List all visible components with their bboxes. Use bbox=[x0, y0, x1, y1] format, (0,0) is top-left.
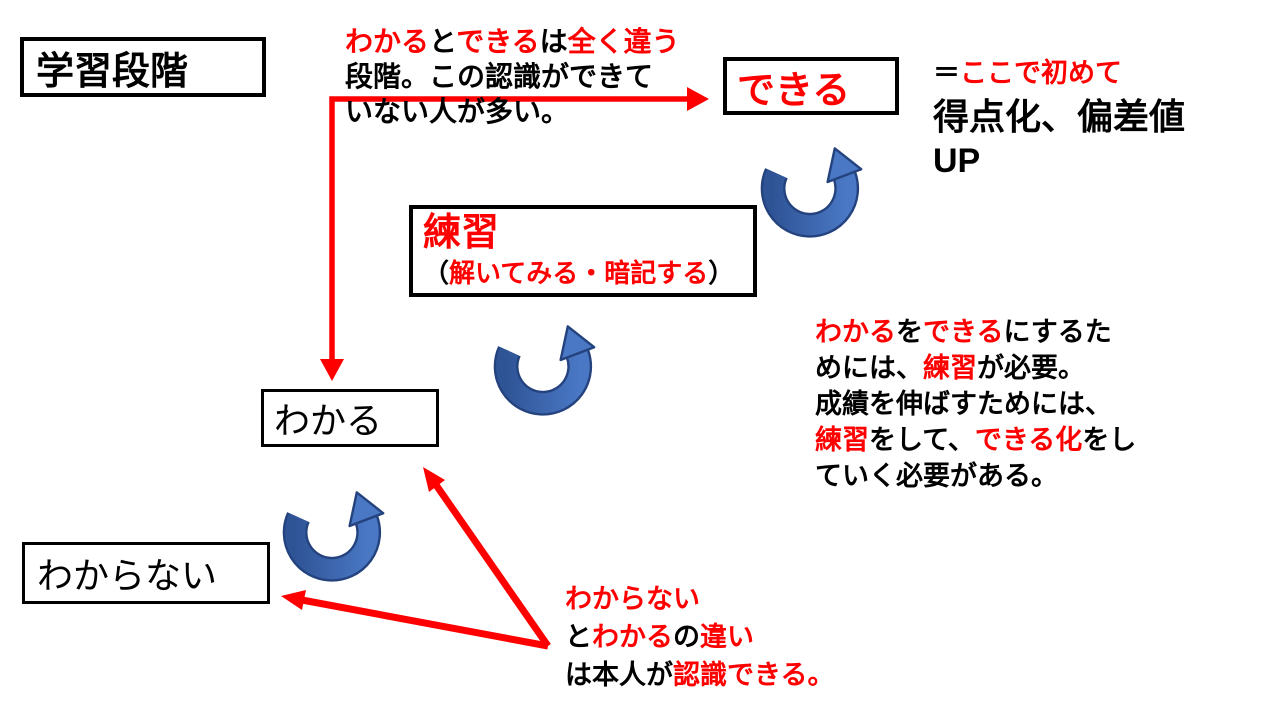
stage-box-gakushudankai: 学習段階 bbox=[20, 37, 266, 97]
note-practice-line5: ていく必要がある。 bbox=[815, 461, 1058, 491]
stage-box-renshu: 練習 （解いてみる・暗記する） bbox=[409, 205, 757, 297]
stage-sublabel-renshu: （解いてみる・暗記する） bbox=[423, 258, 735, 288]
stage-box-wakaranai: わからない bbox=[22, 542, 270, 604]
stage-label-wakaranai: わからない bbox=[37, 555, 218, 596]
stage-box-dekiru: できる bbox=[723, 57, 899, 115]
blue-curved-arrow-wakaranai-to-wakaru bbox=[295, 492, 383, 569]
note-self-recognize-line3: は本人が認識できる。 bbox=[565, 660, 835, 690]
note-practice-line2: めには、練習が必要。 bbox=[815, 353, 1085, 383]
red-arrow-to-wakaru bbox=[423, 467, 551, 648]
blue-curved-arrow-renshu-to-dekiru bbox=[773, 148, 861, 225]
red-arrow-to-wakaranai bbox=[281, 590, 549, 650]
note-practice-needed: わかるをできるにするた めには、練習が必要。 成績を伸ばすためには、 練習をして… bbox=[815, 314, 1136, 494]
stage-label-dekiru: できる bbox=[737, 69, 851, 112]
note-self-recognize-line1: わからない bbox=[565, 584, 700, 614]
note-practice-line1: わかるをできるにするた bbox=[815, 317, 1112, 347]
note-score-line3: UP bbox=[933, 142, 981, 180]
note-wakaru-vs-dekiru: わかるとできるは全く違う 段階。この認識ができて いない人が多い。 bbox=[345, 24, 680, 129]
note-self-recognize-line2: とわかるの違い bbox=[565, 622, 754, 652]
note-wakaru-vs-dekiru-line1: わかるとできるは全く違う bbox=[345, 26, 680, 57]
note-practice-line3: 成績を伸ばすためには、 bbox=[815, 389, 1112, 419]
stage-box-wakaru: わかる bbox=[261, 389, 439, 447]
blue-curved-arrow-wakaru-to-renshu bbox=[506, 326, 594, 403]
note-wakaru-vs-dekiru-line3: いない人が多い。 bbox=[345, 96, 570, 127]
note-score: ＝ここで初めて 得点化、偏差値 UP bbox=[933, 56, 1185, 182]
note-score-line2: 得点化、偏差値 bbox=[933, 96, 1186, 137]
stage-label-renshu: 練習 bbox=[423, 212, 500, 254]
red-elbow-arrow bbox=[320, 87, 709, 381]
stage-label-wakaru: わかる bbox=[274, 400, 383, 441]
note-wakaru-vs-dekiru-line2: 段階。この認識ができて bbox=[345, 61, 654, 92]
note-score-line1: ＝ここで初めて bbox=[933, 58, 1122, 88]
note-practice-line4: 練習をして、できる化をし bbox=[815, 425, 1137, 455]
stage-label-gakushudankai: 学習段階 bbox=[36, 50, 189, 93]
note-self-recognize: わからない とわかるの違い は本人が認識できる。 bbox=[565, 580, 834, 694]
